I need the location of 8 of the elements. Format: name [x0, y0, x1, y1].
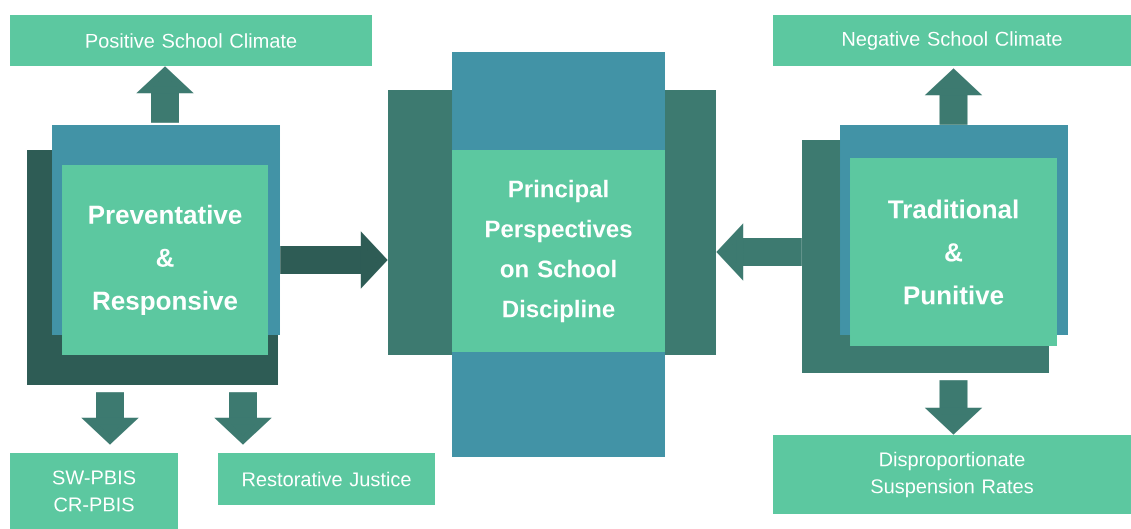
outcome-box: Restorative Justice: [218, 453, 435, 505]
outcome-box: Disproportionate Suspension Rates: [773, 435, 1131, 514]
topic-box: Principal Perspectives on School Discipline: [452, 150, 665, 352]
outcome-box: Negative School Climate: [773, 15, 1131, 66]
approach-box: Preventative & Responsive: [62, 165, 268, 355]
outcome-box: SW-PBIS CR-PBIS: [10, 453, 178, 529]
outcome-box: Positive School Climate: [10, 15, 372, 66]
approach-box: Traditional & Punitive: [850, 158, 1057, 346]
